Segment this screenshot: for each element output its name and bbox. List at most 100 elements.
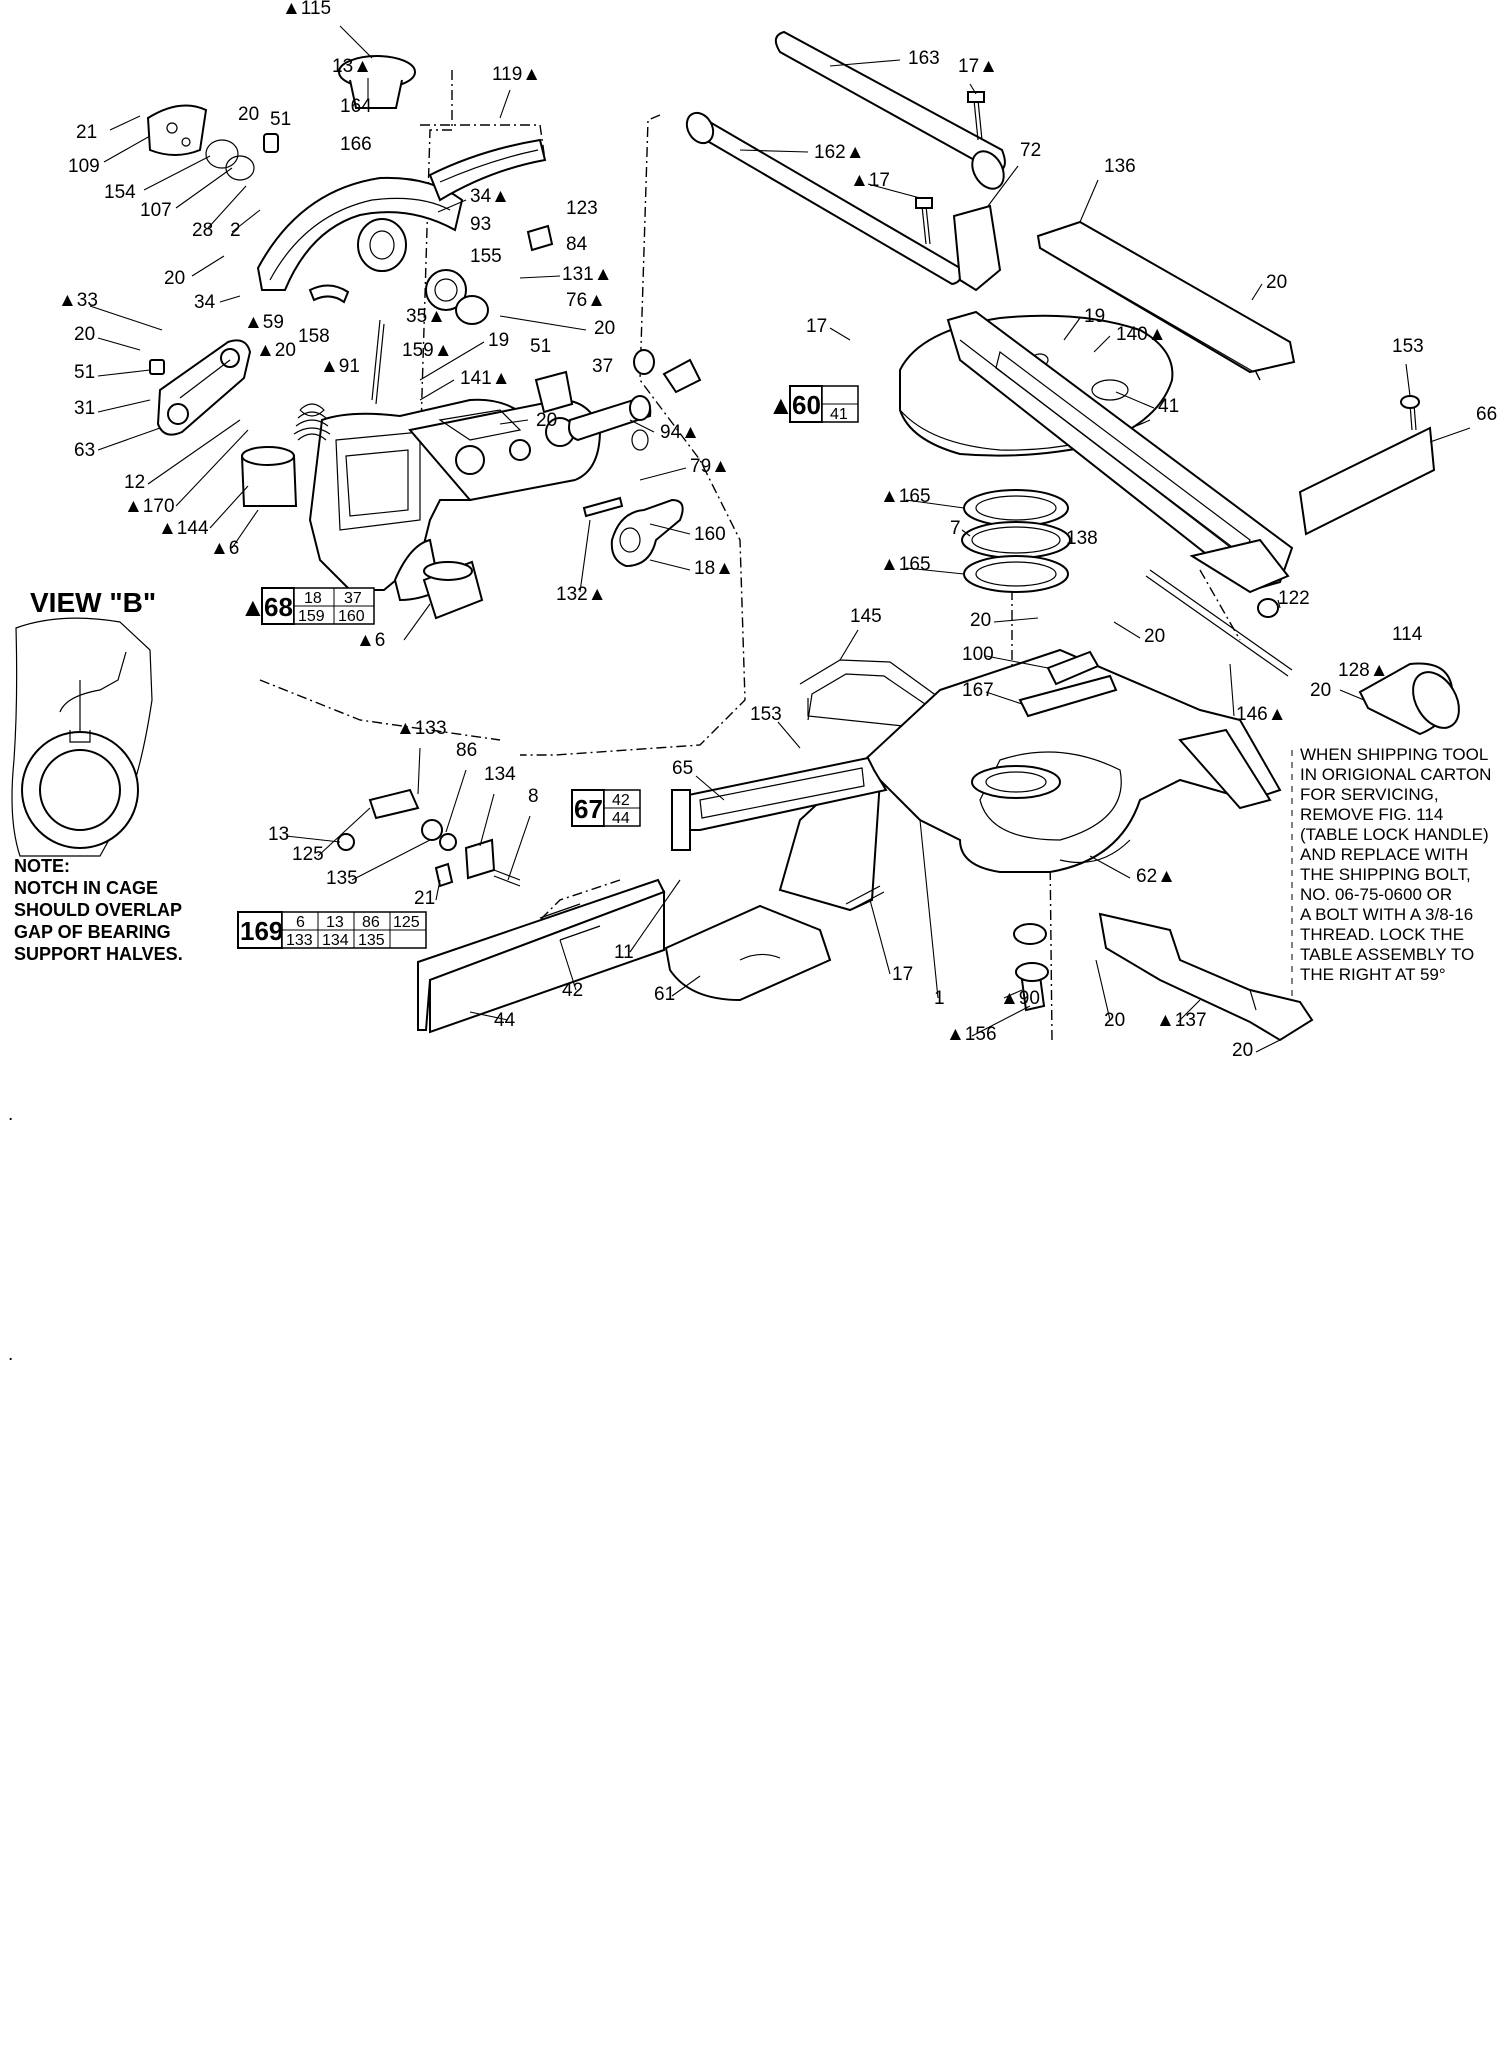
svg-text:60: 60: [792, 390, 821, 420]
callout-label: 20: [1232, 1040, 1253, 1061]
arm-assembly: [146, 55, 702, 620]
callout-label: 17▲: [958, 56, 998, 77]
shipping-note-line: REMOVE FIG. 114: [1300, 805, 1443, 824]
callout-label: 84: [566, 234, 588, 255]
callout-label: 18▲: [694, 558, 734, 579]
kit-67: 67 42 44: [571, 789, 641, 827]
callout-label: 12: [124, 472, 145, 493]
shipping-note-line: FOR SERVICING,: [1300, 785, 1439, 804]
callout-label: 76▲: [566, 290, 606, 311]
callout-label: 20: [1144, 626, 1165, 647]
callout-label: 11: [614, 942, 634, 963]
svg-text:41: 41: [830, 406, 848, 423]
svg-text:67: 67: [574, 794, 603, 824]
callout-label: 109: [68, 156, 100, 177]
svg-text:.: .: [8, 1344, 13, 1365]
callout-label: 1: [934, 988, 945, 1009]
callout-label: 155: [470, 246, 502, 267]
callout-label: 19: [488, 330, 509, 351]
callout-label: 158: [298, 326, 330, 347]
callout-label: ▲91: [320, 356, 360, 377]
note-line: SHOULD OVERLAP: [14, 900, 182, 920]
callout-label: ▲6: [356, 630, 385, 651]
callout-label: 93: [470, 214, 491, 235]
callout-label: 20: [164, 268, 185, 289]
callout-label: 17: [892, 964, 913, 985]
callout-label: ▲6: [210, 538, 239, 559]
svg-text:125: 125: [393, 914, 420, 931]
svg-text:18: 18: [304, 590, 322, 607]
callout-label: 62▲: [1136, 866, 1176, 887]
svg-text:13: 13: [326, 914, 344, 931]
svg-text:37: 37: [344, 590, 362, 607]
callout-label: 100: [962, 644, 994, 665]
callout-label: 7: [950, 518, 961, 539]
shipping-note-line: THE SHIPPING BOLT,: [1300, 865, 1471, 884]
view-b-title: VIEW "B": [30, 587, 156, 618]
callout-label: 135: [326, 868, 358, 889]
shipping-note-line: WHEN SHIPPING TOOL: [1300, 745, 1488, 764]
svg-text:68: 68: [264, 592, 293, 622]
svg-text:44: 44: [612, 810, 630, 827]
note-line: NOTCH IN CAGE: [14, 878, 158, 898]
callout-label: 13▲: [332, 56, 372, 77]
kit-60: ▲ 60 41: [768, 385, 859, 423]
callout-label: 159▲: [402, 340, 453, 361]
callout-label: ▲156: [946, 1024, 997, 1045]
callout-label: 28: [192, 220, 213, 241]
callout-label: 132▲: [556, 584, 607, 605]
callout-label: 166: [340, 134, 372, 155]
callout-label: 13: [268, 824, 289, 845]
callout-label: 51: [530, 336, 551, 357]
callout-label: 51: [270, 109, 291, 130]
callout-label: 145: [850, 606, 882, 627]
shipping-note-line: NO. 06-75-0600 OR: [1300, 885, 1452, 904]
callout-label: 21: [76, 122, 97, 143]
callout-label: 163: [908, 48, 940, 69]
note-line: SUPPORT HALVES.: [14, 944, 183, 964]
callout-label: 140▲: [1116, 324, 1167, 345]
rail-assembly: [685, 30, 1436, 594]
callout-label: 128▲: [1338, 660, 1389, 681]
callout-label: ▲133: [396, 718, 447, 739]
callout-label: 41: [1158, 396, 1179, 417]
callout-label: 20: [970, 610, 991, 631]
callout-label: 31: [74, 398, 95, 419]
callout-label: 34: [194, 292, 216, 313]
callout-label: 153: [1392, 336, 1424, 357]
callout-label: 17: [806, 316, 827, 337]
kit-169: 169 6 13 86 125 133 134 135: [237, 911, 427, 949]
callout-label: ▲170: [124, 496, 175, 517]
callout-label: 141▲: [460, 368, 511, 389]
callout-label: 131▲: [562, 264, 613, 285]
callout-label: 20: [594, 318, 615, 339]
callout-label: 138: [1066, 528, 1098, 549]
callout-label: ▲137: [1156, 1010, 1207, 1031]
callout-label: ▲90: [1000, 988, 1040, 1009]
leader-lines: [89, 25, 1471, 1053]
callout-label: 37: [592, 356, 613, 377]
svg-text:42: 42: [612, 792, 630, 809]
callout-label: 20: [1310, 680, 1331, 701]
turntable-bearings: [961, 489, 1071, 593]
callout-label: 136: [1104, 156, 1136, 177]
callout-label: 123: [566, 198, 598, 219]
callout-label: 154: [104, 182, 136, 203]
callout-label: 34▲: [470, 186, 510, 207]
callout-label: ▲165: [880, 554, 931, 575]
callout-label: 20: [1104, 1010, 1125, 1031]
callout-label: ▲17: [850, 170, 890, 191]
callout-label: 35▲: [406, 306, 446, 327]
callout-label: 72: [1020, 140, 1041, 161]
svg-text:160: 160: [338, 608, 365, 625]
callout-label: ▲20: [256, 340, 296, 361]
callout-label: 160: [694, 524, 726, 545]
svg-text:159: 159: [298, 608, 325, 625]
callout-label: 119▲: [492, 64, 541, 85]
svg-text:86: 86: [362, 914, 380, 931]
note-line: NOTE:: [14, 856, 70, 876]
callout-label: 20: [536, 410, 557, 431]
